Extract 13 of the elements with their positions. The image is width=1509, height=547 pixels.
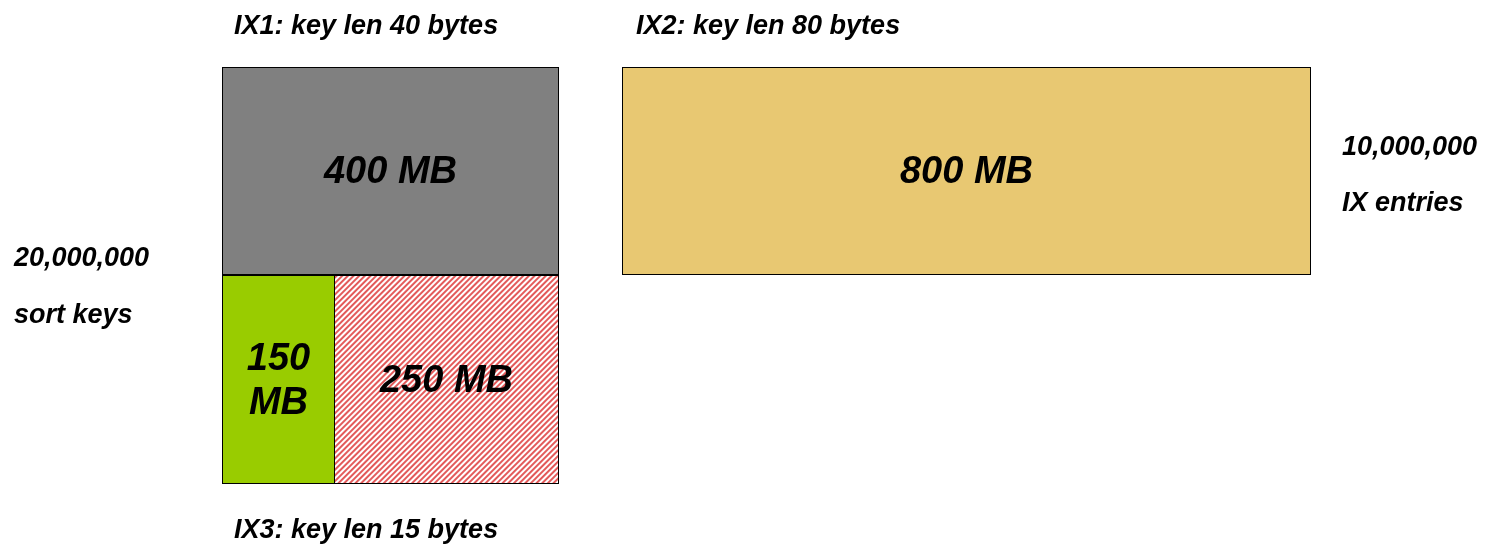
memory-block xyxy=(222,67,559,275)
annotation-text: 20,000,000 sort keys xyxy=(14,241,151,331)
size-label: 800 MB xyxy=(899,149,1034,193)
annotation-text: IX3: key len 15 bytes xyxy=(234,513,500,546)
size-label: 250 MB xyxy=(379,357,514,402)
hatched-memory-block xyxy=(334,275,559,484)
size-label: 150 MB xyxy=(245,335,312,424)
memory-block xyxy=(222,275,335,484)
memory-block xyxy=(622,67,1311,275)
annotation-text: IX2: key len 80 bytes xyxy=(636,9,902,42)
size-label: 400 MB xyxy=(323,149,458,193)
annotation-text: IX1: key len 40 bytes xyxy=(234,9,500,42)
annotation-text: 10,000,000 IX entries xyxy=(1342,130,1479,219)
